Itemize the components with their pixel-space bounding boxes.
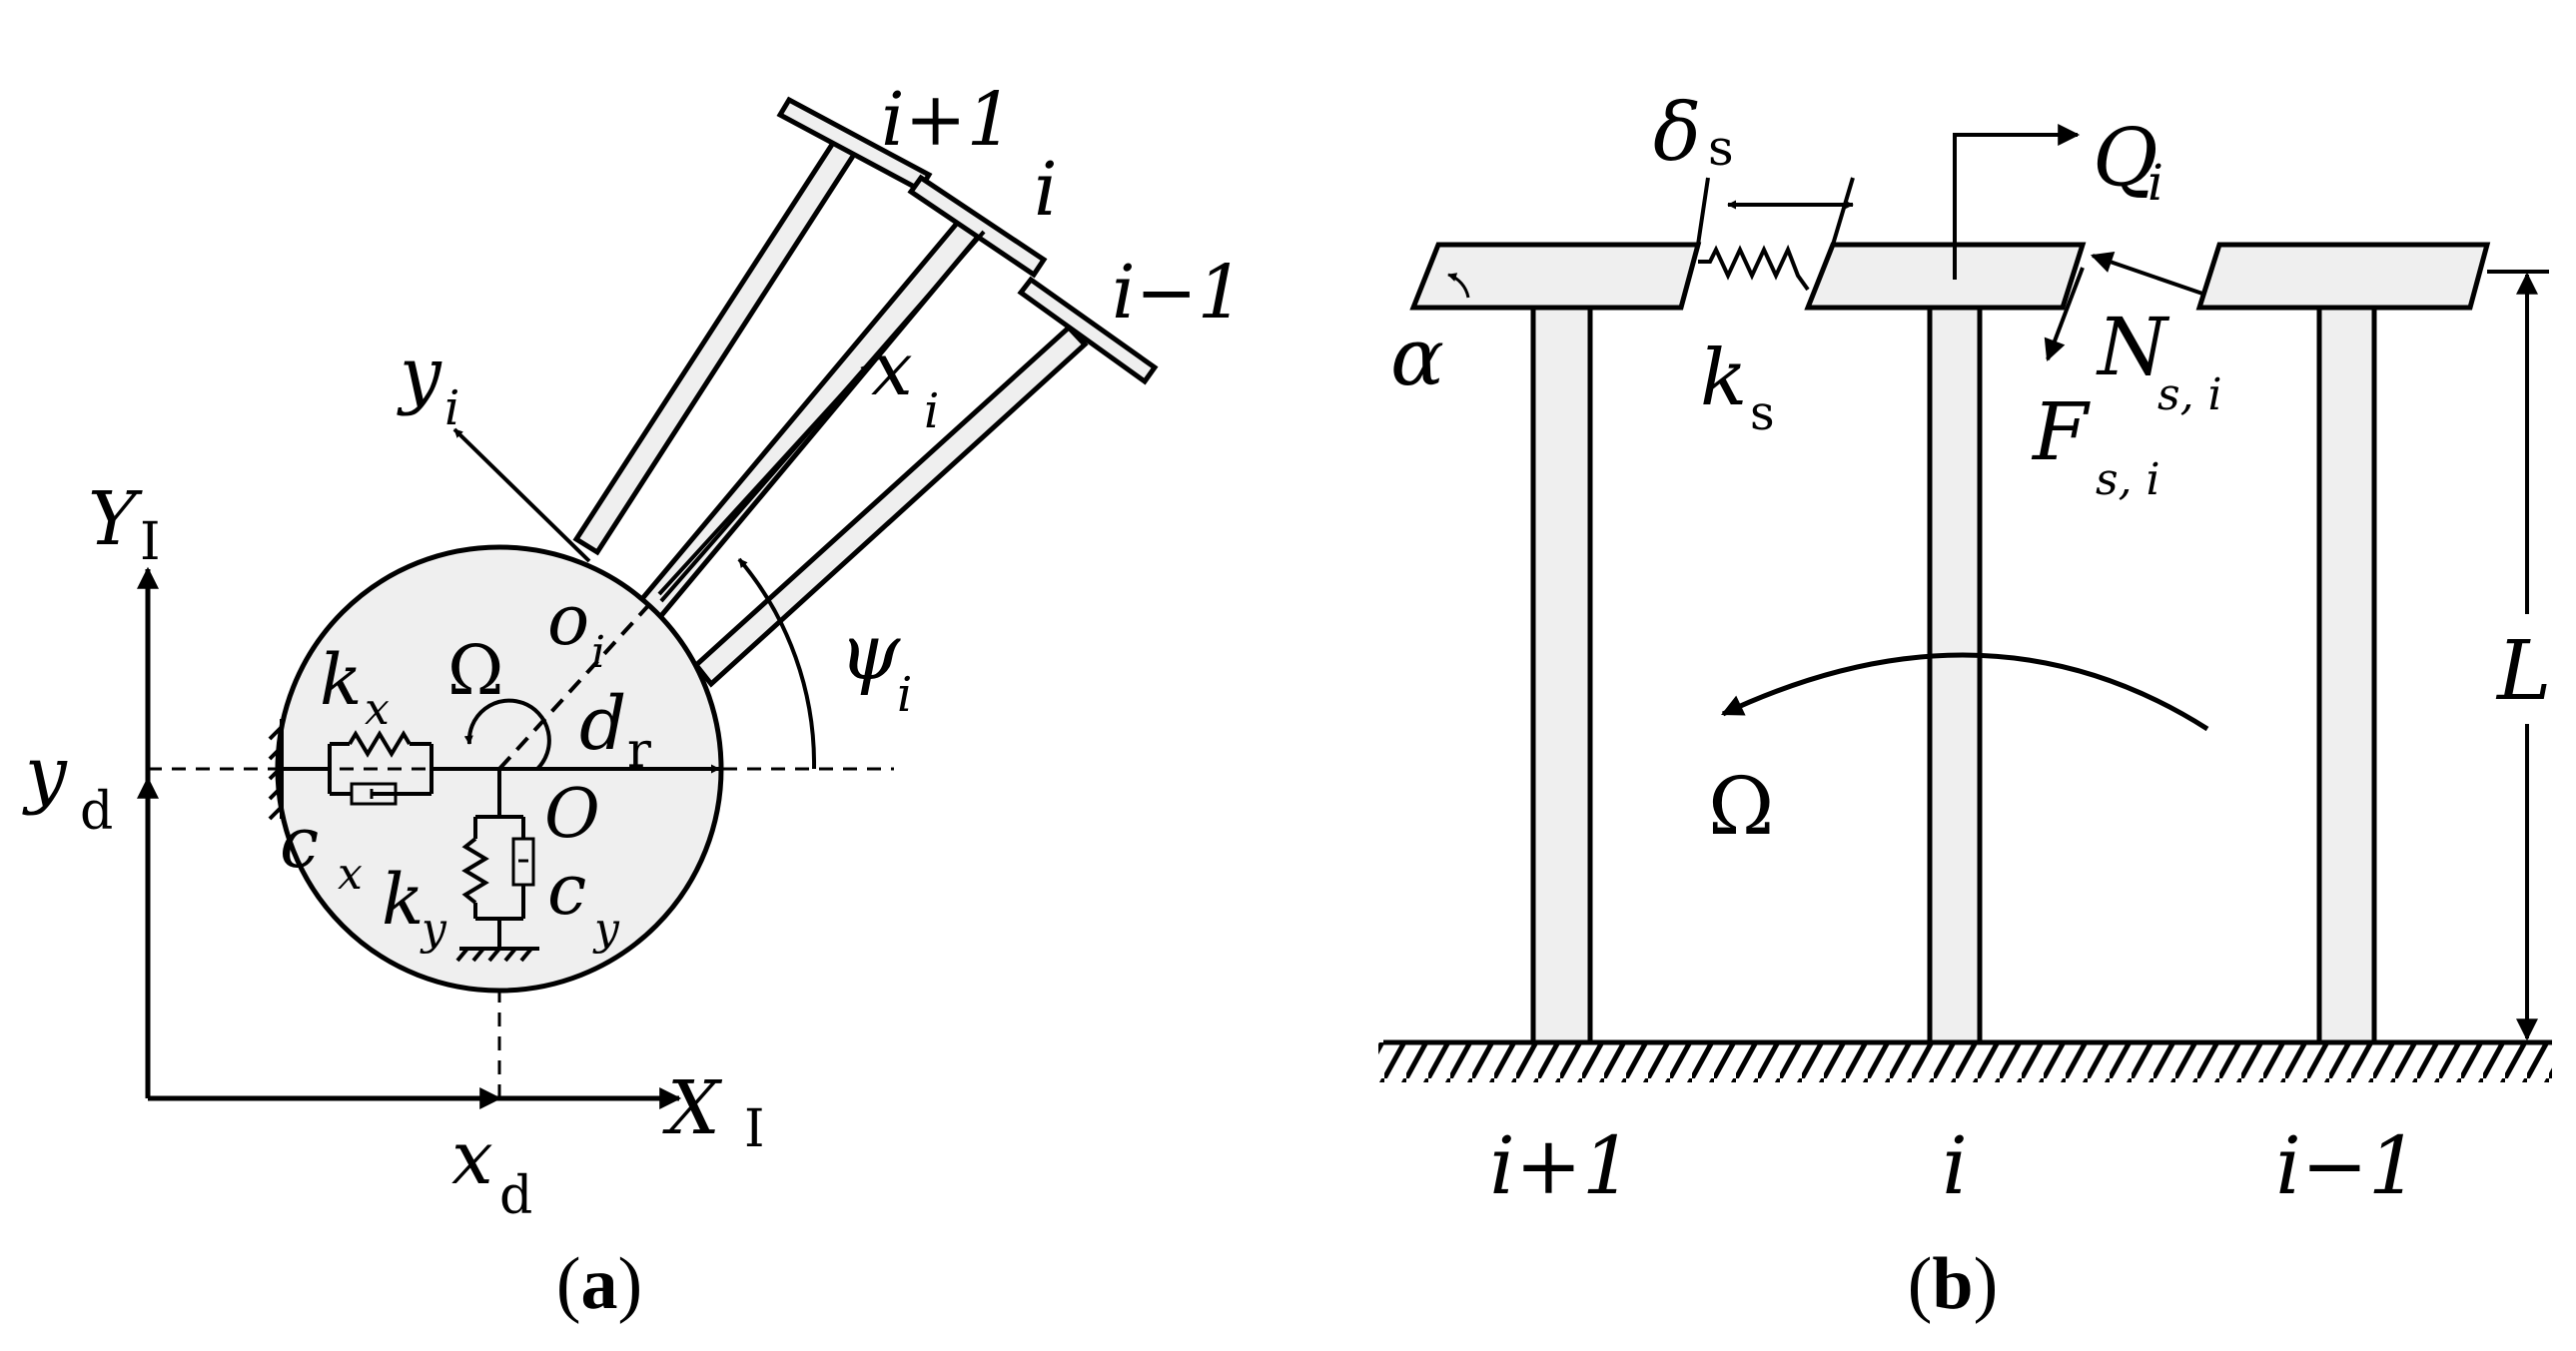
label-o: O [544,775,600,854]
q-arrow [1953,124,2081,280]
label-kx: k [320,639,362,721]
psi-arc [737,557,817,770]
delta-tick-right [1831,177,1855,246]
omega-arc-b [1721,652,2209,732]
label-blade-mid-b: i [1942,1119,1968,1212]
oi-dashed-line [497,597,656,771]
label-blade-i-a: i [1034,147,1058,233]
ks-spring [1698,244,1810,292]
caption-b-close: ) [1974,1243,1999,1325]
label-ky: k [382,859,424,941]
label-n-sub: s, i [2157,369,2222,420]
caption-a-close: ) [618,1243,643,1325]
yi-axis [452,427,591,563]
label-yi-sub: i [444,380,459,436]
label-dr: d [579,681,626,767]
label-delta: δ [1653,86,1701,179]
label-l: L [2495,624,2551,719]
label-psi: ψ [839,608,901,698]
caption-b-open: ( [1908,1243,1933,1325]
panel-b: δ s Q i k s α N s, i F s, i L Ω i+1 i i−… [1378,86,2562,1325]
ground-hatch [1378,1042,2552,1082]
blade-i-minus-1 [692,276,1159,688]
label-omega-a: Ω [447,632,503,711]
caption-b-letter: b [1932,1243,1973,1325]
blade-i-plus-1 [572,96,933,556]
label-q: Q [2093,111,2158,204]
label-oi-sub: i [591,627,605,678]
caption-a: (a) [556,1243,642,1325]
label-Y-axis: Y [88,476,143,562]
label-cx-sub: x [338,849,363,900]
label-f: F [2031,385,2091,478]
panel-a: i+1 i i−1 y i x i Y I X I y d x d o i Ω … [22,77,1245,1325]
xi-axis [657,362,871,596]
n-arrow [2090,252,2206,297]
label-alpha: α [1390,311,1444,403]
label-oi: o [547,579,589,661]
label-yd-sub: d [80,782,113,842]
label-blade-right-b: i−1 [2275,1119,2419,1212]
support-x [268,719,499,821]
label-blade-i-minus-1-a: i−1 [1112,250,1245,336]
label-X-axis-sub: I [744,1099,765,1159]
label-cx: c [280,802,319,884]
label-X-axis: X [662,1065,723,1151]
label-blade-left-b: i+1 [1489,1119,1633,1212]
stem-mid [1927,305,1983,1045]
omega-arc [463,698,551,771]
label-cy: c [547,849,586,931]
label-ks: k [1700,334,1747,423]
caption-b: (b) [1908,1243,1998,1325]
label-yd: y [22,731,68,817]
label-omega-b: Ω [1708,760,1774,853]
label-xi-sub: i [924,383,939,439]
shroud-mid [1804,242,2087,311]
label-psi-sub: i [897,667,912,723]
label-q-sub: i [2147,154,2163,212]
label-xd-sub: d [499,1166,532,1226]
l-label-bg [2492,614,2562,724]
label-yi: y [397,332,442,417]
label-ks-sub: s [1750,385,1775,441]
label-kx-sub: x [365,684,390,735]
label-blade-i-plus-1-a: i+1 [881,77,1014,163]
f-arrow [2044,267,2085,362]
label-dr-sub: r [627,721,651,779]
label-f-sub: s, i [2096,454,2160,505]
label-ky-sub: y [420,904,447,955]
stem-left [1530,305,1593,1045]
alpha-arc [1447,273,1470,299]
label-xi: x [871,327,913,412]
shroud-right [2195,242,2491,311]
stem-right [2316,305,2377,1045]
caption-a-letter: a [581,1243,618,1325]
shroud-left [1409,242,1702,311]
label-cy-sub: y [592,904,620,955]
label-Y-axis-sub: I [140,512,161,572]
caption-a-open: ( [556,1243,581,1325]
support-y [455,769,539,963]
label-xd: x [451,1115,493,1201]
label-delta-sub: s [1708,119,1734,177]
label-n: N [2096,301,2170,393]
delta-tick-left [1696,177,1710,246]
